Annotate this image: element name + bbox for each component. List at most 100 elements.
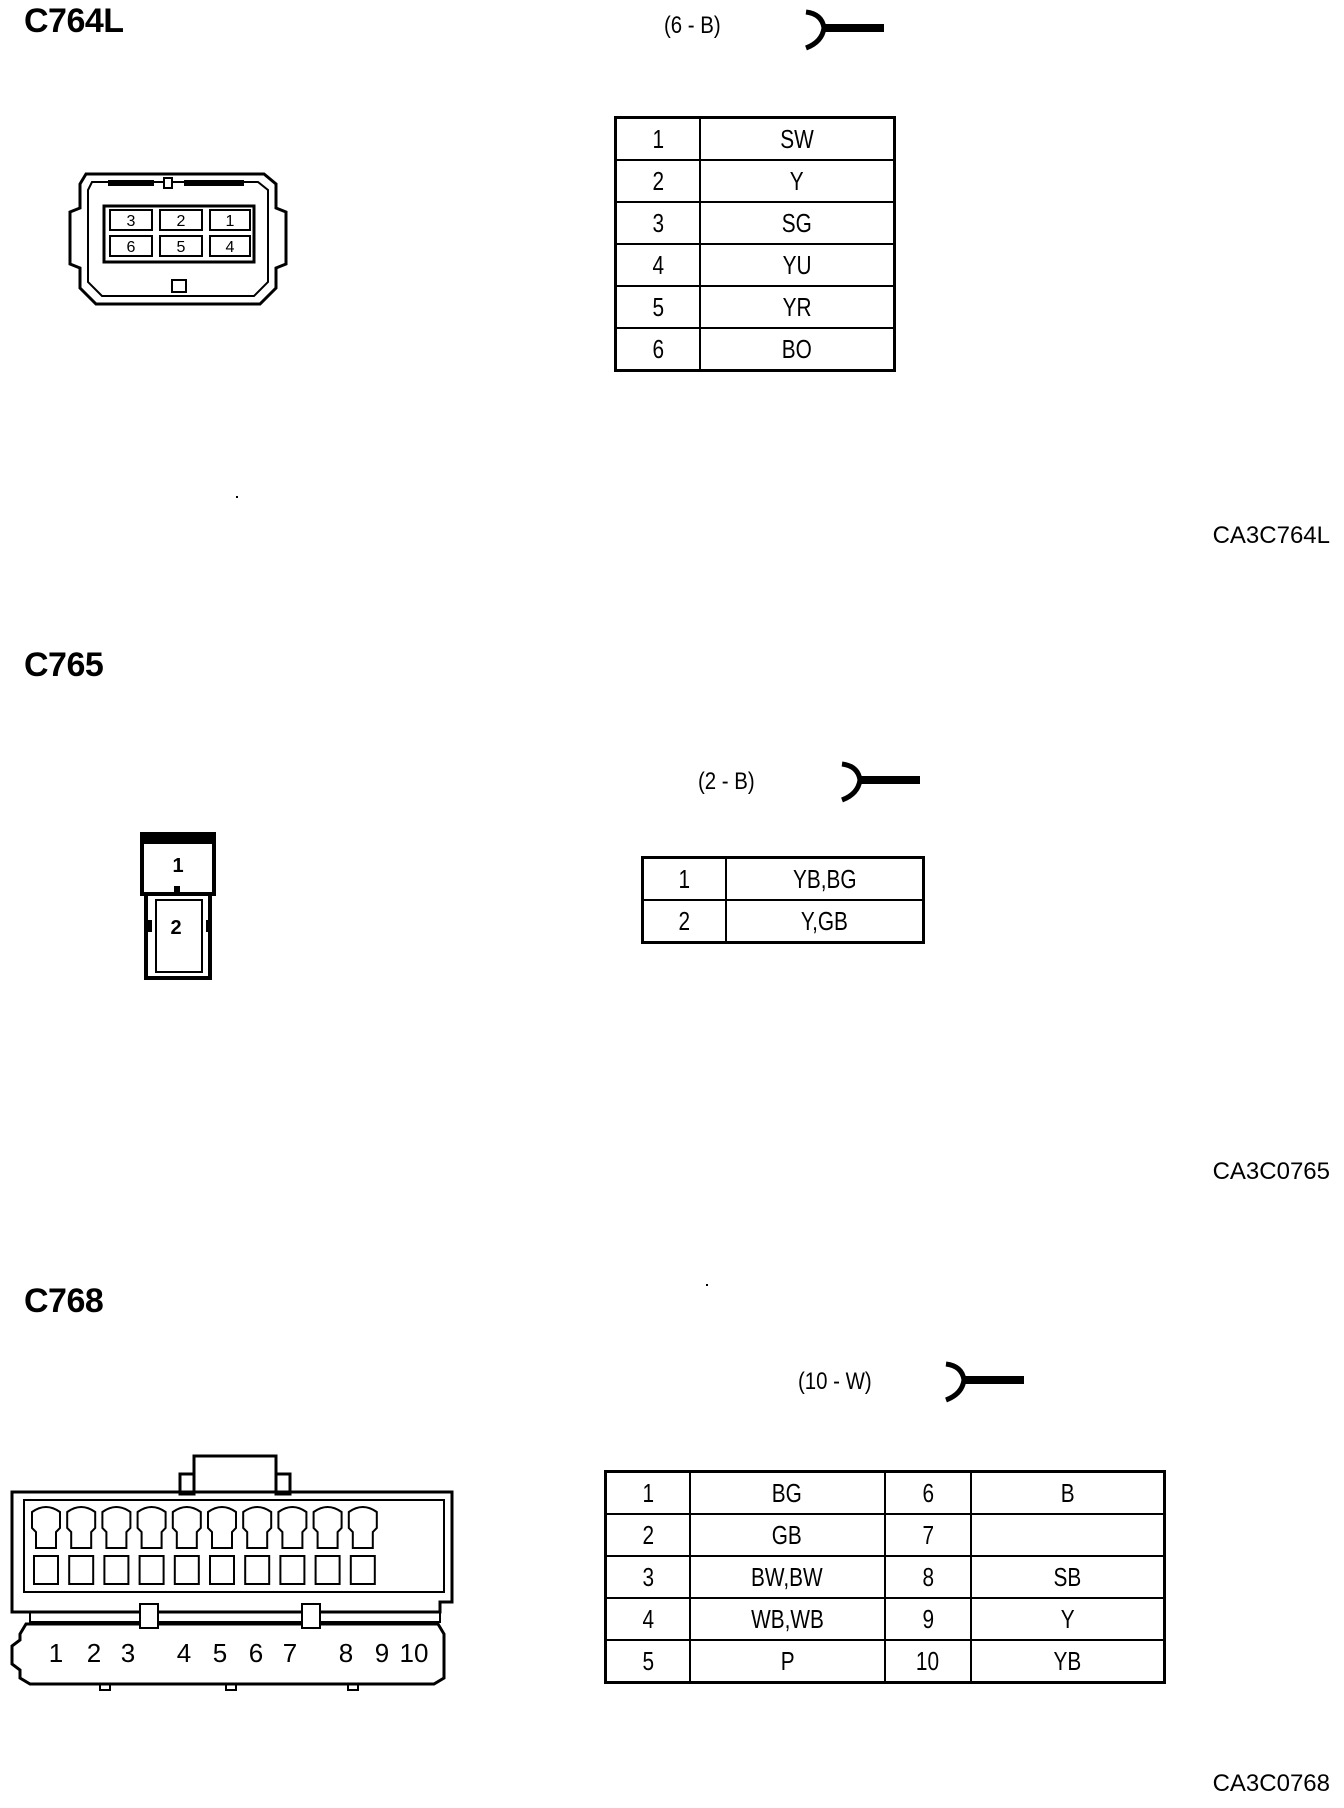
terminal-slot: [33, 1555, 59, 1585]
speck: [706, 1284, 708, 1286]
wire-color: YB,BG: [792, 863, 857, 894]
pin-number-cell: 5: [604, 1639, 691, 1684]
wire-color: WB,WB: [750, 1603, 824, 1634]
wire-color-cell: YB,BG: [725, 856, 925, 901]
wire-color-cell: Y,GB: [725, 899, 925, 944]
connector-pin-label: 2: [177, 213, 186, 230]
connector-pin-label: 7: [283, 1638, 297, 1668]
pin-number: 6: [921, 1477, 934, 1508]
reference-code-c764l: CA3C764L: [1212, 522, 1330, 549]
connector-pin-label: 4: [226, 239, 235, 256]
table-row: 6 BO: [614, 327, 896, 372]
pin-number: 9: [921, 1603, 934, 1634]
wire-color: YU: [782, 249, 812, 280]
terminal-fork-icon: [841, 761, 920, 803]
wire-color-cell: YB: [969, 1639, 1166, 1684]
pin-number: 2: [651, 165, 664, 196]
wire-color-cell: [969, 1513, 1166, 1557]
connector-spec-c768: (10 - W): [798, 1368, 872, 1395]
table-row: 2 Y,GB: [641, 899, 925, 944]
connector-pin-label: 5: [213, 1638, 227, 1668]
wire-color-cell: BG: [688, 1470, 886, 1515]
wire-color: BG: [772, 1477, 803, 1508]
wire-color-cell: YR: [698, 285, 896, 329]
pin-number-cell: 3: [604, 1555, 691, 1599]
wire-color: YR: [782, 291, 812, 322]
table-row: 5 YR: [614, 285, 896, 329]
pin-number: 5: [651, 291, 664, 322]
pin-number: 3: [642, 1561, 654, 1592]
wire-color-cell: Y: [969, 1597, 1166, 1641]
pin-number: 3: [651, 207, 664, 238]
terminal-slot: [244, 1555, 271, 1585]
wire-color-cell: WB,WB: [688, 1597, 886, 1641]
terminal-slot: [279, 1555, 306, 1585]
connector-pin-label: 4: [177, 1638, 191, 1668]
table-row: 1 YB,BG: [641, 856, 925, 901]
pin-number: 1: [651, 123, 664, 154]
pin-number: 2: [678, 905, 691, 936]
speck: [236, 496, 238, 498]
wire-color-cell: B: [969, 1470, 1166, 1515]
section-title-c764l: C764L: [24, 2, 124, 40]
pin-number: 6: [651, 333, 664, 364]
wire-color-cell: P: [688, 1639, 886, 1684]
terminal-slot: [173, 1555, 200, 1585]
connector-pin-label: 9: [375, 1638, 389, 1668]
terminal-fork-icon: [945, 1361, 1024, 1403]
pin-number-cell: 6: [614, 327, 701, 372]
connector-pin-label: 8: [339, 1638, 353, 1668]
table-row: 2 GB 7: [604, 1513, 1166, 1557]
section-title-c768: C768: [24, 1282, 104, 1320]
pin-number-cell: 1: [604, 1470, 691, 1515]
terminal-cavity: [171, 1506, 202, 1549]
terminal-cavity: [347, 1506, 378, 1549]
wire-color: Y,GB: [801, 905, 849, 936]
pin-number-cell: 7: [883, 1513, 972, 1557]
connector-spec-c764l: (6 - B): [664, 12, 721, 39]
connector-pin-label: 6: [249, 1638, 263, 1668]
pin-number: 7: [921, 1519, 934, 1550]
terminal-fork-icon: [805, 9, 884, 51]
connector-pin-label: 2: [87, 1638, 101, 1668]
pinout-table-c765: 1 YB,BG 2 Y,GB: [641, 856, 925, 944]
pin-number-cell: 9: [883, 1597, 972, 1641]
pin-number: 8: [921, 1561, 934, 1592]
pin-number: 1: [642, 1477, 654, 1508]
connector-diagram-c765: 1 2: [140, 832, 216, 980]
pin-number: 1: [678, 863, 691, 894]
terminal-slot: [209, 1555, 235, 1585]
connector-pin-label: 6: [127, 239, 136, 256]
pin-number-cell: 1: [641, 856, 728, 901]
wire-color-cell: SB: [969, 1555, 1166, 1599]
wire-color-cell: Y: [698, 159, 896, 203]
wire-color-cell: GB: [688, 1513, 886, 1557]
connector-diagram-c764l: 3 2 1 6 5 4: [68, 172, 288, 306]
pin-number-cell: 4: [604, 1597, 691, 1641]
pin-number: 10: [916, 1645, 940, 1676]
wire-color: YB: [1053, 1645, 1082, 1676]
connector-spec-c765: (2 - B): [698, 768, 755, 795]
table-row: 1 BG 6 B: [604, 1470, 1166, 1515]
pin-number-cell: 2: [614, 159, 701, 203]
connector-pin-label: 1: [226, 213, 235, 230]
terminal-cavity: [312, 1506, 343, 1549]
pin-number: 2: [642, 1519, 654, 1550]
wire-color: GB: [772, 1519, 803, 1550]
terminal-slot: [103, 1555, 130, 1585]
terminal-slot: [138, 1555, 165, 1585]
pin-number-cell: 2: [604, 1513, 691, 1557]
connector-pin-label: 1: [172, 855, 183, 877]
wire-color-cell: BO: [698, 327, 896, 372]
table-row: 4 YU: [614, 243, 896, 287]
pin-number-cell: 4: [614, 243, 701, 287]
wire-color-cell: SG: [698, 201, 896, 245]
connector-pin-label: 10: [400, 1638, 429, 1668]
connector-pin-label: 2: [170, 917, 181, 939]
terminal-cavity: [66, 1506, 97, 1549]
terminal-slot: [349, 1555, 376, 1585]
terminal-cavity: [207, 1506, 237, 1549]
